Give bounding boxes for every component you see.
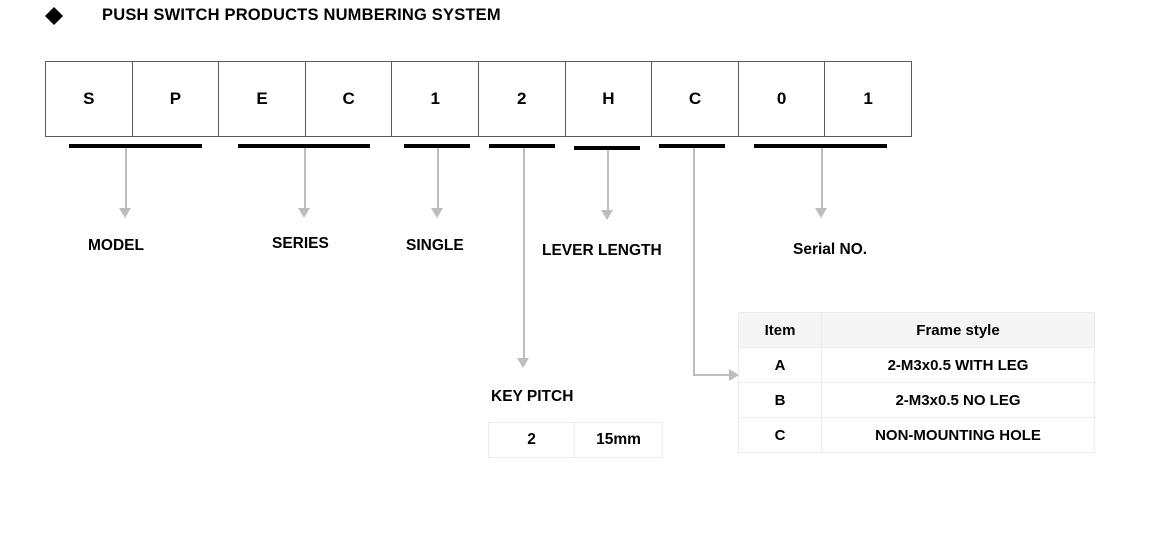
callout-label-serial-no: Serial NO. [793, 241, 868, 258]
part-number-code-row: S P E C 1 2 H C 0 1 [45, 61, 912, 137]
frame-style-b: 2-M3x0.5 NO LEG [821, 382, 1095, 418]
page-header: PUSH SWITCH PRODUCTS NUMBERING SYSTEM [45, 6, 501, 25]
code-cell-2[interactable]: P [133, 62, 220, 136]
group-underline-model [69, 144, 202, 148]
page-title: PUSH SWITCH PRODUCTS NUMBERING SYSTEM [102, 6, 501, 24]
key-pitch-code-cell: 2 [489, 423, 575, 457]
diamond-bullet-icon [45, 6, 63, 34]
arrow-head-series [298, 208, 310, 218]
arrow-stem-key-pitch [523, 148, 525, 360]
column-header-item: Item [738, 312, 822, 348]
code-cell-10[interactable]: 1 [863, 89, 873, 108]
arrow-head-lever-length [601, 210, 613, 220]
arrow-head-serial-no [815, 208, 827, 218]
arrow-head-frame-style [729, 369, 739, 381]
frame-item-b: B [738, 382, 822, 418]
arrow-head-model [119, 208, 131, 218]
key-pitch-table: 2 15mm [488, 422, 663, 458]
column-header-frame-style: Frame style [821, 312, 1095, 348]
frame-item-c: C [738, 417, 822, 453]
code-cell-6[interactable]: 2 [479, 62, 566, 136]
arrow-head-key-pitch [517, 358, 529, 368]
key-pitch-value-cell: 15mm [596, 431, 641, 448]
code-cell-5[interactable]: 1 [392, 62, 479, 136]
arrow-stem-frame-style [693, 148, 695, 376]
arrow-stem-series [304, 148, 306, 210]
arrow-head-single [431, 208, 443, 218]
table-row: C NON-MOUNTING HOLE [738, 417, 1095, 453]
callout-label-single: SINGLE [406, 237, 464, 254]
group-underline-keypitch [489, 144, 555, 148]
arrow-stem-serial-no [821, 148, 823, 210]
code-cell-3[interactable]: E [219, 62, 306, 136]
code-cell-4[interactable]: C [306, 62, 393, 136]
arrow-stem-lever-length [607, 150, 609, 212]
frame-style-a: 2-M3x0.5 WITH LEG [821, 347, 1095, 383]
frame-style-table: Item Frame style A 2-M3x0.5 WITH LEG B 2… [738, 312, 1095, 453]
arrow-elbow-frame-style [693, 374, 731, 376]
arrow-stem-single [437, 148, 439, 210]
group-underline-series [238, 144, 370, 148]
group-underline-leverlength [574, 146, 640, 150]
callout-label-key-pitch: KEY PITCH [491, 388, 574, 405]
code-cell-7[interactable]: H [566, 62, 653, 136]
arrow-stem-model [125, 148, 127, 210]
group-underline-single [404, 144, 470, 148]
callout-label-lever-length: LEVER LENGTH [542, 242, 662, 259]
table-row: A 2-M3x0.5 WITH LEG [738, 347, 1095, 383]
group-underline-serial [754, 144, 887, 148]
code-cell-1[interactable]: S [46, 62, 133, 136]
frame-item-a: A [738, 347, 822, 383]
table-row: B 2-M3x0.5 NO LEG [738, 382, 1095, 418]
table-header-row: Item Frame style [738, 312, 1095, 348]
frame-style-c: NON-MOUNTING HOLE [821, 417, 1095, 453]
code-cell-8[interactable]: C [652, 62, 739, 136]
group-underline-frame [659, 144, 725, 148]
callout-label-series: SERIES [272, 235, 329, 252]
code-cell-9[interactable]: 0 [739, 62, 826, 136]
callout-label-model: MODEL [88, 237, 144, 254]
